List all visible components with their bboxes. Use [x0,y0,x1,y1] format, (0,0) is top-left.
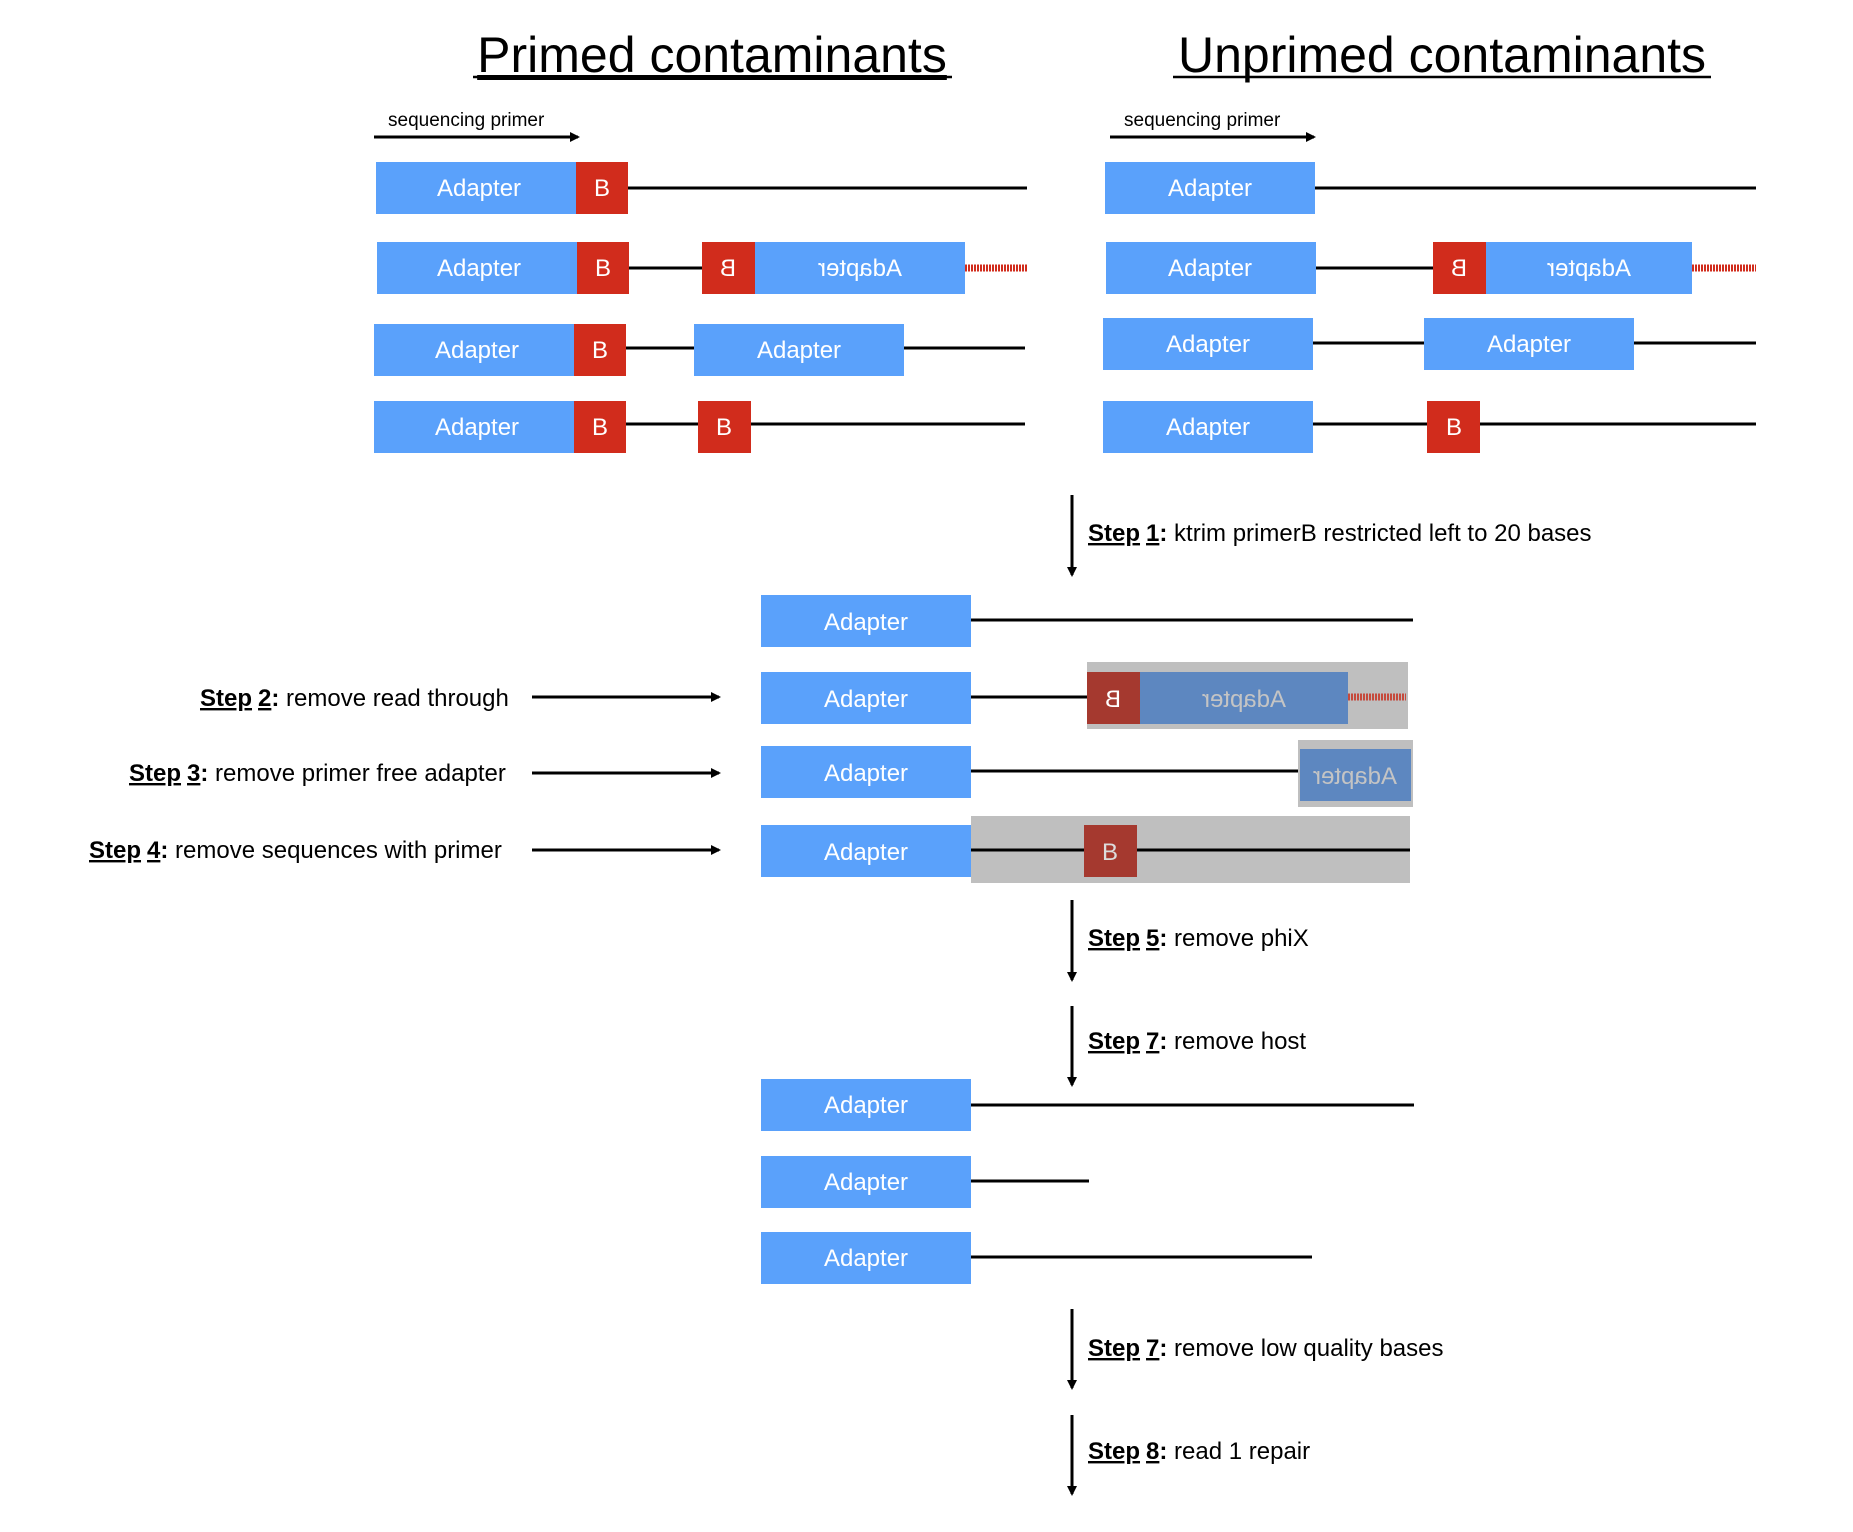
primer-b-label: B [592,337,608,364]
adapter-block [761,1079,971,1131]
adapter-label: Adapter [824,1245,908,1272]
primer-b-block [574,324,626,376]
primer-b-block [577,242,629,294]
adapter-block [1106,242,1316,294]
heading-unprimed-contaminants: Unprimed contaminants [1178,27,1706,83]
adapter-block [1103,318,1313,370]
primer-b-reversed-label: B [1451,255,1467,282]
adapter-block [761,1156,971,1208]
adapter-reversed-label: Adapter [1202,686,1286,713]
primer-b-block [576,162,628,214]
adapter-label: Adapter [437,175,521,202]
primer-b-label: B [1446,414,1462,441]
primer-b-label: B [1102,839,1118,866]
adapter-label: Adapter [1166,331,1250,358]
adapter-block [761,595,971,647]
clean-read-3: Adapter [761,1232,1312,1284]
adapter-block [1105,162,1315,214]
primer-b-label: B [592,414,608,441]
primed-read-2: Adapter B B Adapter [377,242,1027,294]
adapter-block [1103,401,1313,453]
clean-read-1: Adapter [761,1079,1414,1131]
primer-b-block-internal [1084,825,1137,877]
unprimed-read-4: Adapter B [1103,401,1756,453]
unprimed-read-3: Adapter Adapter [1103,318,1756,370]
adapter-label: Adapter [824,609,908,636]
primer-b-reversed-label: B [1105,686,1121,713]
primer-b-reversed-label: B [720,255,736,282]
adapter-label: Adapter [435,414,519,441]
adapter-block [376,162,576,214]
adapter-label: Adapter [1168,255,1252,282]
filtered-read-4: Adapter B [761,816,1410,883]
adapter-label: Adapter [824,1092,908,1119]
primer-b-block [574,401,626,453]
adapter-label: Adapter [1166,414,1250,441]
adapter-label: Adapter [824,760,908,787]
adapter-block [374,324,574,376]
primed-read-1: Adapter B [376,162,1027,214]
filtered-read-2: Adapter B Adapter [761,662,1408,729]
adapter-label: Adapter [1487,331,1571,358]
adapter-block-internal [694,324,904,376]
adapter-label: Adapter [435,337,519,364]
clean-read-2: Adapter [761,1156,1089,1208]
primer-b-reversed-block [1087,672,1140,724]
filtered-read-3: Adapter Adapter [761,740,1413,807]
adapter-label: Adapter [824,686,908,713]
adapter-label: Adapter [824,1169,908,1196]
primer-b-label: B [594,175,610,202]
adapter-block [761,672,971,724]
adapter-block [377,242,577,294]
heading-primed-contaminants: Primed contaminants [477,27,947,83]
sequencing-primer-label-right: sequencing primer [1124,110,1281,131]
adapter-reversed-label: Adapter [1547,255,1631,282]
adapter-block [374,401,574,453]
filtered-read-1: Adapter [761,595,1413,647]
adapter-reversed-block [755,242,965,294]
primer-b-label: B [595,255,611,282]
adapter-block-internal [1424,318,1634,370]
primer-b-block-internal [1427,401,1480,453]
adapter-reversed-block [1300,749,1411,801]
primer-b-reversed-block [702,242,755,294]
adapter-reversed-block [1140,672,1348,724]
unprimed-read-1: Adapter [1105,162,1756,214]
adapter-reversed-label: Adapter [1313,763,1397,790]
sequencing-primer-label-left: sequencing primer [388,110,545,131]
adapter-reversed-label: Adapter [818,255,902,282]
primer-b-block-internal [698,401,751,453]
primed-read-3: Adapter B Adapter [374,324,1025,376]
primed-read-4: Adapter B B [374,401,1025,453]
adapter-label: Adapter [757,337,841,364]
unprimed-read-2: Adapter B Adapter [1106,242,1756,294]
primer-b-label: B [716,414,732,441]
adapter-label: Adapter [824,839,908,866]
adapter-reversed-block [1486,242,1692,294]
adapter-block [761,1232,971,1284]
adapter-block [761,746,971,798]
adapter-block [761,825,971,877]
adapter-label: Adapter [1168,175,1252,202]
adapter-label: Adapter [437,255,521,282]
primer-b-reversed-block [1433,242,1486,294]
